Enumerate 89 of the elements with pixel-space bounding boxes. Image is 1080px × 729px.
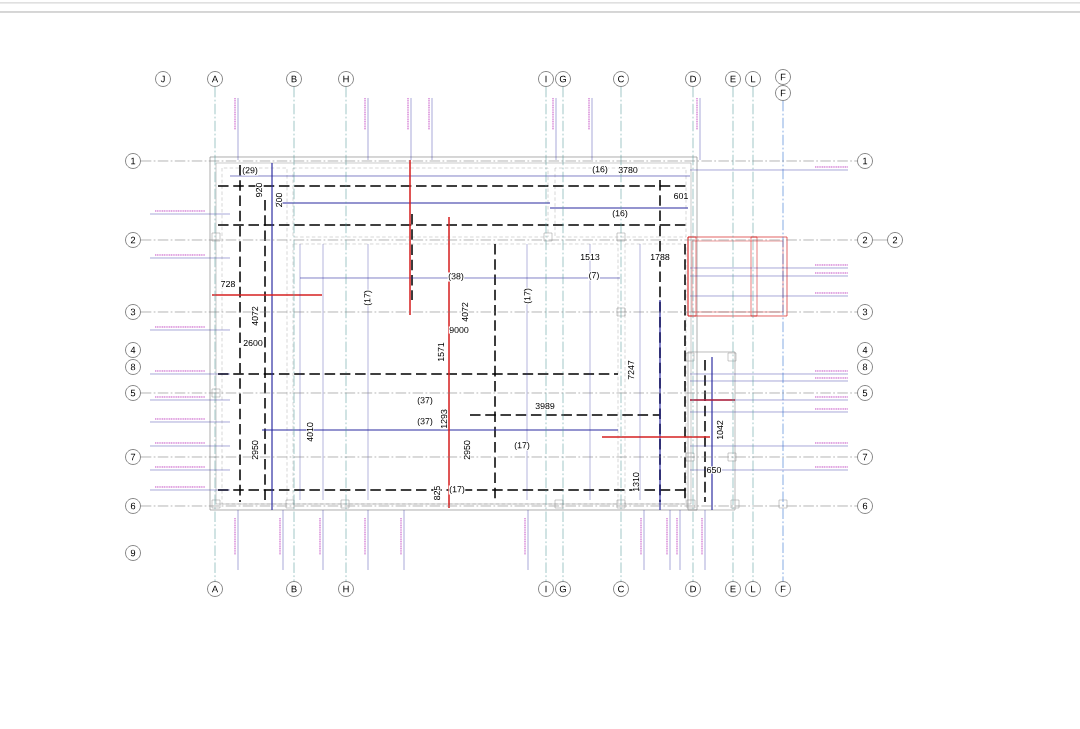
grid-bubble: D — [685, 71, 701, 87]
grid-bubble: 1 — [125, 153, 141, 169]
grid-line — [140, 311, 858, 313]
dimension-text: 1513 — [579, 253, 601, 261]
grid-bubble: L — [745, 71, 761, 87]
grid-line — [782, 100, 784, 582]
dimension-text: 2950 — [251, 439, 259, 461]
grid-bubble: E — [725, 71, 741, 87]
grid-bubble: 5 — [125, 385, 141, 401]
grid-line — [345, 86, 347, 582]
dimension-text: (17) — [363, 289, 373, 307]
grid-bubble: H — [338, 71, 354, 87]
grid-bubble: H — [338, 581, 354, 597]
grid-bubble: 2 — [125, 232, 141, 248]
dimension-text: (17) — [448, 485, 466, 495]
dimension-text: (17) — [513, 441, 531, 451]
grid-bubble: G — [555, 71, 571, 87]
dimension-text: 825 — [433, 485, 441, 501]
dimension-text: 9000 — [448, 326, 470, 334]
grid-bubble: F — [775, 69, 791, 85]
dimension-text: 4010 — [306, 421, 314, 443]
grid-line — [140, 456, 858, 458]
dimension-text: 1788 — [649, 253, 671, 261]
grid-bubble: 8 — [125, 359, 141, 375]
dimension-text: 3989 — [534, 402, 556, 410]
grid-line — [872, 239, 888, 241]
dimension-text: (17) — [523, 287, 533, 305]
grid-bubble: C — [613, 581, 629, 597]
grid-line — [620, 86, 622, 582]
grid-bubble: 7 — [125, 449, 141, 465]
dimension-text: (38) — [447, 272, 465, 282]
grid-line — [140, 239, 858, 241]
dimension-text: 3780 — [617, 166, 639, 174]
grid-line — [562, 86, 564, 582]
dimension-text: (7) — [588, 271, 600, 281]
dimension-text: 1042 — [716, 419, 724, 441]
grid-line — [545, 86, 547, 582]
grid-bubble: L — [745, 581, 761, 597]
dimension-text: 4072 — [251, 305, 259, 327]
grid-bubble: 4 — [125, 342, 141, 358]
grid-bubble: 6 — [125, 498, 141, 514]
grid-line — [140, 392, 858, 394]
dimension-text: (29) — [241, 166, 259, 176]
dimension-text: 7247 — [627, 359, 635, 381]
grid-line — [732, 86, 734, 582]
grid-bubble: 3 — [125, 304, 141, 320]
dimension-text: 200 — [275, 192, 283, 208]
grid-bubble: I — [538, 581, 554, 597]
dimension-text: 650 — [706, 466, 722, 474]
dimension-text: 920 — [255, 182, 263, 198]
grid-bubble: B — [286, 71, 302, 87]
dimension-text: 1293 — [440, 408, 448, 430]
grid-bubble: 5 — [857, 385, 873, 401]
dimension-text: 4072 — [461, 301, 469, 323]
grid-bubble: E — [725, 581, 741, 597]
grid-bubble: 4 — [857, 342, 873, 358]
grid-line — [140, 505, 858, 507]
dimension-text: (37) — [416, 396, 434, 406]
grid-bubble: 2 — [887, 232, 903, 248]
grid-bubble: F — [775, 85, 791, 101]
grid-bubble: F — [775, 581, 791, 597]
grid-bubble: 3 — [857, 304, 873, 320]
grid-line — [214, 86, 216, 582]
grid-bubble: J — [155, 71, 171, 87]
dimension-text: 2600 — [242, 339, 264, 347]
grid-line — [692, 86, 694, 582]
grid-bubble: A — [207, 71, 223, 87]
grid-bubble: D — [685, 581, 701, 597]
grid-line — [293, 86, 295, 582]
grid-bubble: 6 — [857, 498, 873, 514]
grid-bubble: 7 — [857, 449, 873, 465]
dimension-text: (16) — [591, 165, 609, 175]
dimension-text: (16) — [611, 209, 629, 219]
dimension-text: 1310 — [632, 471, 640, 493]
grid-bubble: A — [207, 581, 223, 597]
dimension-text: 601 — [673, 192, 689, 200]
dimension-text: 2950 — [463, 439, 471, 461]
grid-bubble: 1 — [857, 153, 873, 169]
grid-bubble: G — [555, 581, 571, 597]
grid-bubble: 9 — [125, 545, 141, 561]
grid-bubble: 2 — [857, 232, 873, 248]
dimension-text: 1571 — [437, 341, 445, 363]
grid-bubble: 8 — [857, 359, 873, 375]
grid-line — [752, 86, 754, 582]
dimension-text: 728 — [220, 280, 236, 288]
grid-bubble: B — [286, 581, 302, 597]
grid-bubble: I — [538, 71, 554, 87]
dimension-text: (37) — [416, 417, 434, 427]
grid-bubble: C — [613, 71, 629, 87]
